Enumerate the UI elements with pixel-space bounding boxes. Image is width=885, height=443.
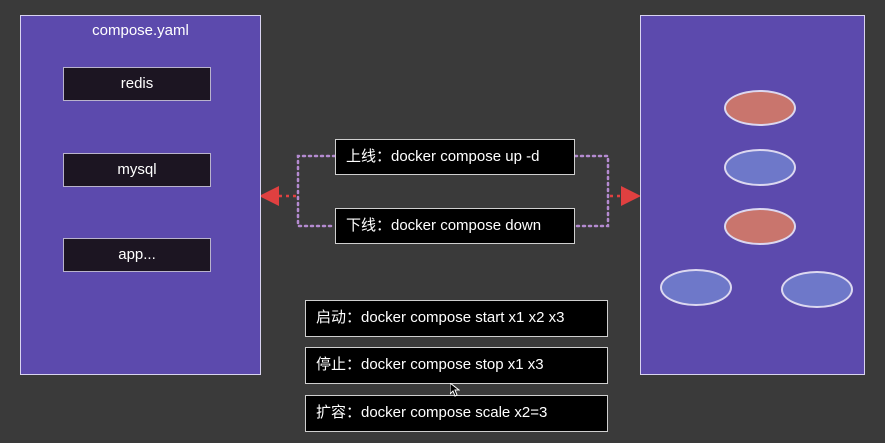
service-mysql[interactable]: mysql <box>63 153 211 187</box>
compose-up-command: 上线：docker compose up -d <box>335 139 575 175</box>
compose-file-title: compose.yaml <box>92 22 189 39</box>
service-redis[interactable]: redis <box>63 67 211 101</box>
blue-container-ellipse <box>781 271 853 308</box>
compose-down-command: 下线：docker compose down <box>335 208 575 244</box>
left-bracket-line <box>296 154 337 228</box>
mouse-cursor-icon <box>450 383 460 397</box>
running-containers-panel <box>640 15 865 375</box>
blue-container-ellipse <box>724 149 796 186</box>
compose-stop-command: 停止：docker compose stop x1 x3 <box>305 347 608 384</box>
right-bracket-line <box>573 154 610 228</box>
compose-file-panel: compose.yaml redis mysql app... <box>20 15 261 375</box>
red-container-ellipse <box>724 208 796 245</box>
compose-start-command: 启动：docker compose start x1 x2 x3 <box>305 300 608 337</box>
red-container-ellipse <box>724 90 796 126</box>
compose-scale-command: 扩容：docker compose scale x2=3 <box>305 395 608 432</box>
service-app[interactable]: app... <box>63 238 211 272</box>
blue-container-ellipse <box>660 269 732 306</box>
